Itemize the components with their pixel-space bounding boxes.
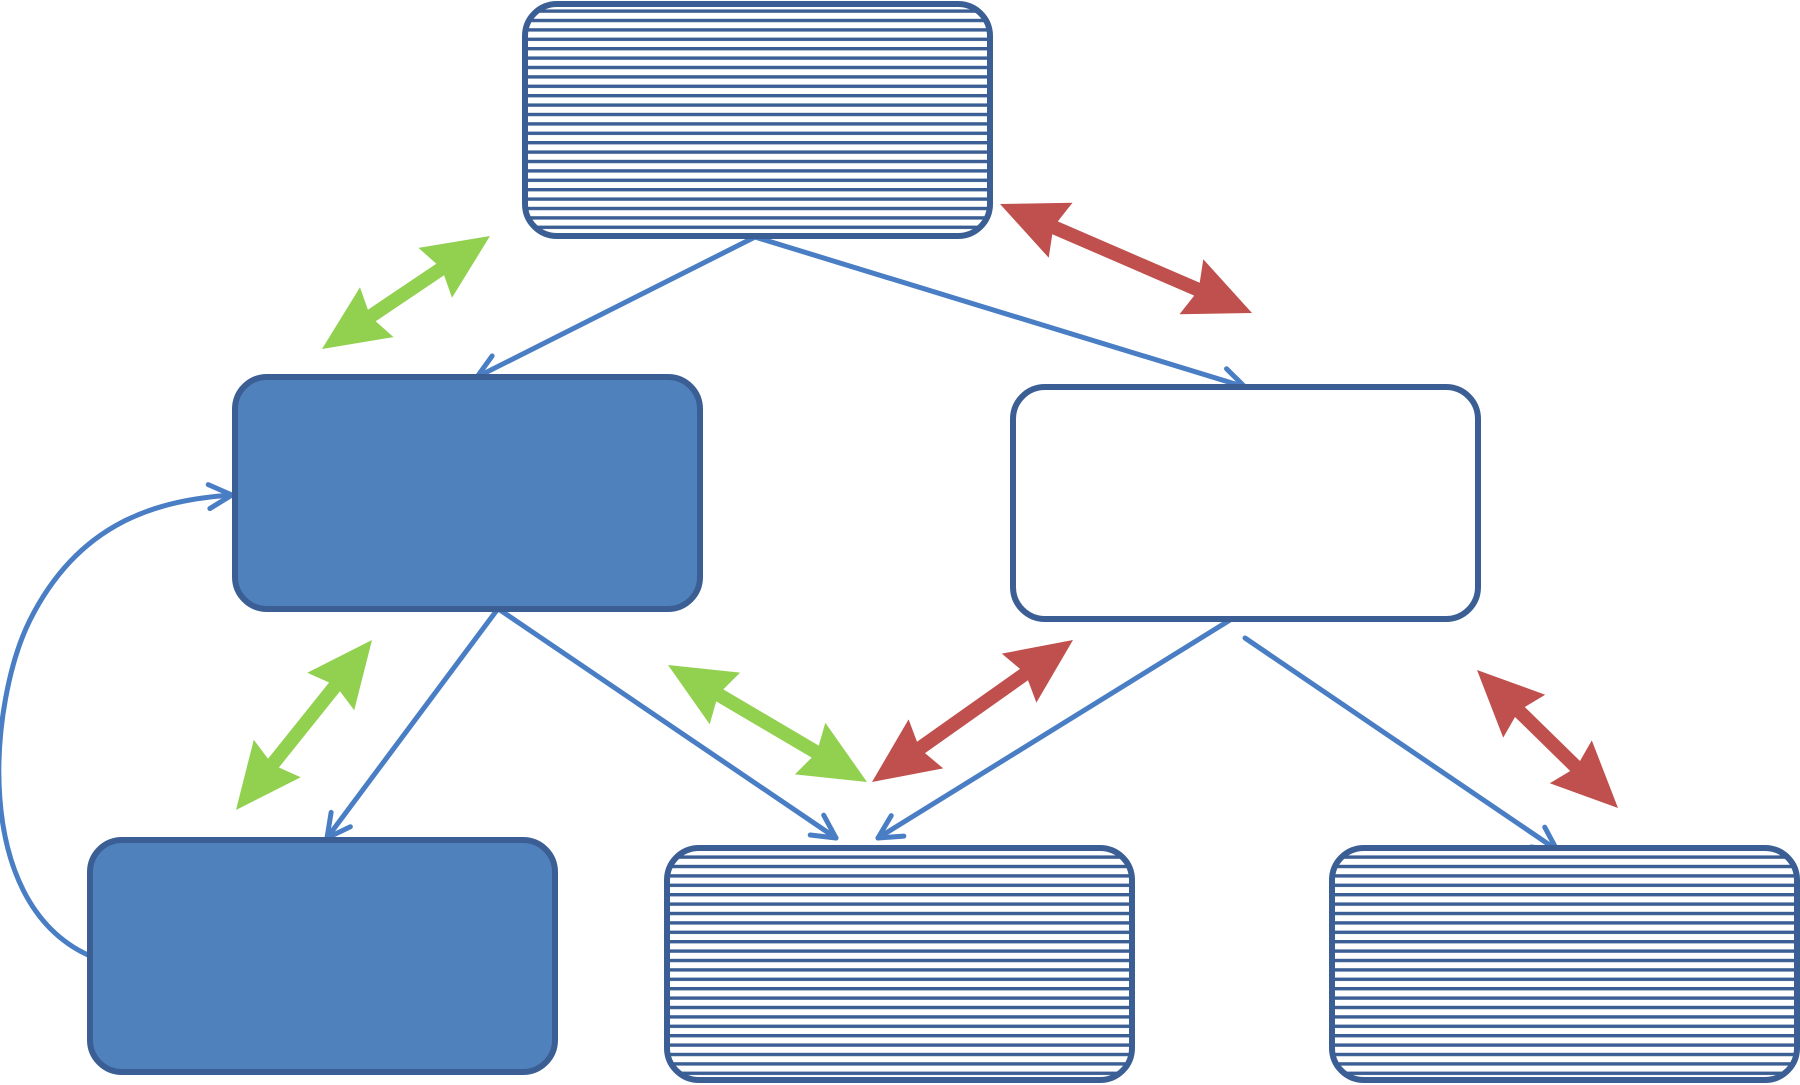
green-double-arrow-mid-left-bottom-left	[236, 640, 372, 810]
edges	[0, 234, 1560, 958]
red-double-arrow-top-mid-right	[1000, 202, 1252, 315]
edge-mid-right-to-bottom-center	[875, 617, 1233, 841]
node-bottom-center	[664, 845, 1135, 1083]
node-mid-right	[1010, 384, 1481, 622]
edge-mid-right-to-bottom-right	[1242, 635, 1560, 853]
edge-bottom-left-to-mid-left	[0, 482, 235, 958]
node-mid-left	[232, 374, 703, 612]
green-double-arrow-top-mid-left	[322, 236, 490, 349]
relation-arrows	[236, 202, 1618, 810]
nodes	[87, 1, 1800, 1083]
red-double-arrow-mid-right-bottom-center	[872, 640, 1073, 782]
node-bottom-left	[87, 837, 558, 1075]
green-double-arrow-mid-left-bottom-center	[668, 665, 867, 782]
edge-mid-left-to-bottom-center	[497, 607, 839, 841]
red-double-arrow-mid-right-bottom-right	[1477, 670, 1618, 808]
node-top	[522, 1, 993, 239]
edge-top-to-mid-right	[752, 234, 1248, 395]
node-bottom-right	[1329, 845, 1800, 1083]
edge-mid-left-to-bottom-left	[324, 607, 500, 841]
edge-top-to-mid-left	[474, 234, 758, 380]
